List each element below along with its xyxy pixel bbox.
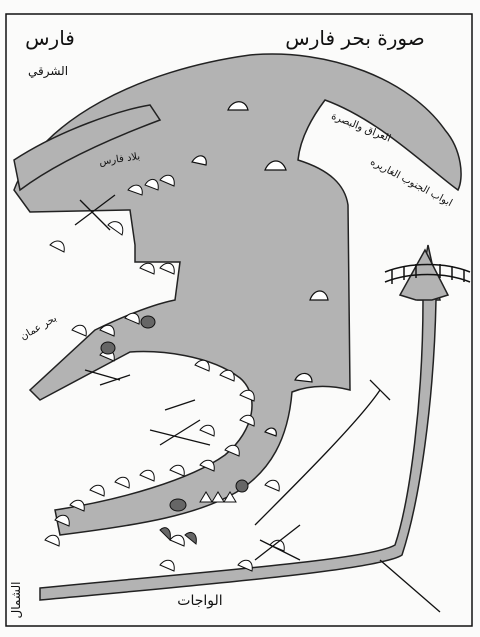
island-5: [294, 372, 313, 383]
town-markers: [44, 174, 285, 572]
triangles: [199, 491, 237, 503]
label-fars-sub: الشرقي: [28, 64, 68, 79]
island-2: [191, 155, 207, 166]
map-title: صورة بحر فارس: [285, 26, 424, 50]
label-left-2: بحر عمان: [19, 313, 59, 343]
island-3: [264, 160, 287, 171]
routes: [74, 194, 441, 613]
island-4: [309, 290, 329, 301]
sea-arm-north: [13, 104, 162, 192]
label-fars: فارس: [25, 26, 75, 50]
dark-islands: [100, 315, 249, 545]
river-east: [39, 244, 441, 601]
label-west: الشمال: [9, 581, 23, 618]
map-frame: [5, 13, 473, 627]
label-bottom: الواجات: [177, 593, 222, 609]
island-6: [264, 427, 277, 437]
bridge: [384, 263, 471, 284]
islands: [191, 101, 329, 437]
island-1: [227, 101, 249, 111]
